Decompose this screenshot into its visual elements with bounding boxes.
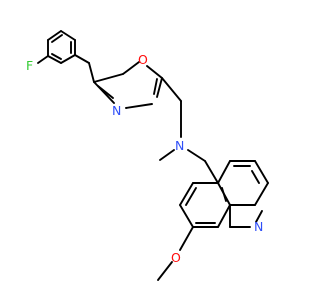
bond — [157, 261, 173, 281]
bond — [125, 103, 153, 109]
atom-label-oxygen: O — [171, 250, 181, 265]
bond — [97, 85, 114, 99]
bond — [254, 160, 269, 184]
bond — [251, 170, 260, 184]
bond — [153, 78, 158, 95]
atom-label-layer: F O N N N O — [26, 52, 263, 265]
bond — [60, 30, 76, 41]
bond — [159, 149, 175, 161]
bond — [221, 187, 227, 202]
atom-label-nitrogen: N — [112, 103, 121, 118]
bond — [93, 81, 115, 104]
bond — [122, 61, 140, 75]
bond — [146, 65, 163, 79]
bond — [217, 160, 231, 184]
bond — [185, 187, 197, 206]
molecule-structure: F O N N N O — [26, 30, 269, 281]
bond — [179, 182, 194, 206]
atom-label-nitrogen: N — [254, 219, 263, 234]
bond — [217, 204, 231, 228]
bond — [51, 53, 62, 60]
bond — [254, 182, 269, 206]
bond — [51, 34, 63, 43]
bond — [88, 62, 95, 83]
bond — [187, 149, 206, 162]
bond — [74, 54, 90, 64]
bond — [179, 204, 194, 228]
bond — [204, 160, 219, 184]
bond — [156, 77, 163, 98]
atom-label-oxygen: O — [138, 52, 148, 67]
atom-label-nitrogen: N — [175, 138, 184, 153]
bond — [179, 226, 194, 251]
bond — [161, 77, 182, 102]
bond — [47, 30, 62, 41]
bond — [93, 73, 124, 83]
bond — [37, 55, 49, 64]
bond — [60, 54, 76, 64]
bond — [47, 55, 62, 64]
atom-label-fluorine: F — [26, 58, 33, 73]
molecule-canvas: F O N N N O — [26, 30, 269, 281]
bond — [255, 210, 263, 223]
bond-layer — [37, 30, 269, 281]
